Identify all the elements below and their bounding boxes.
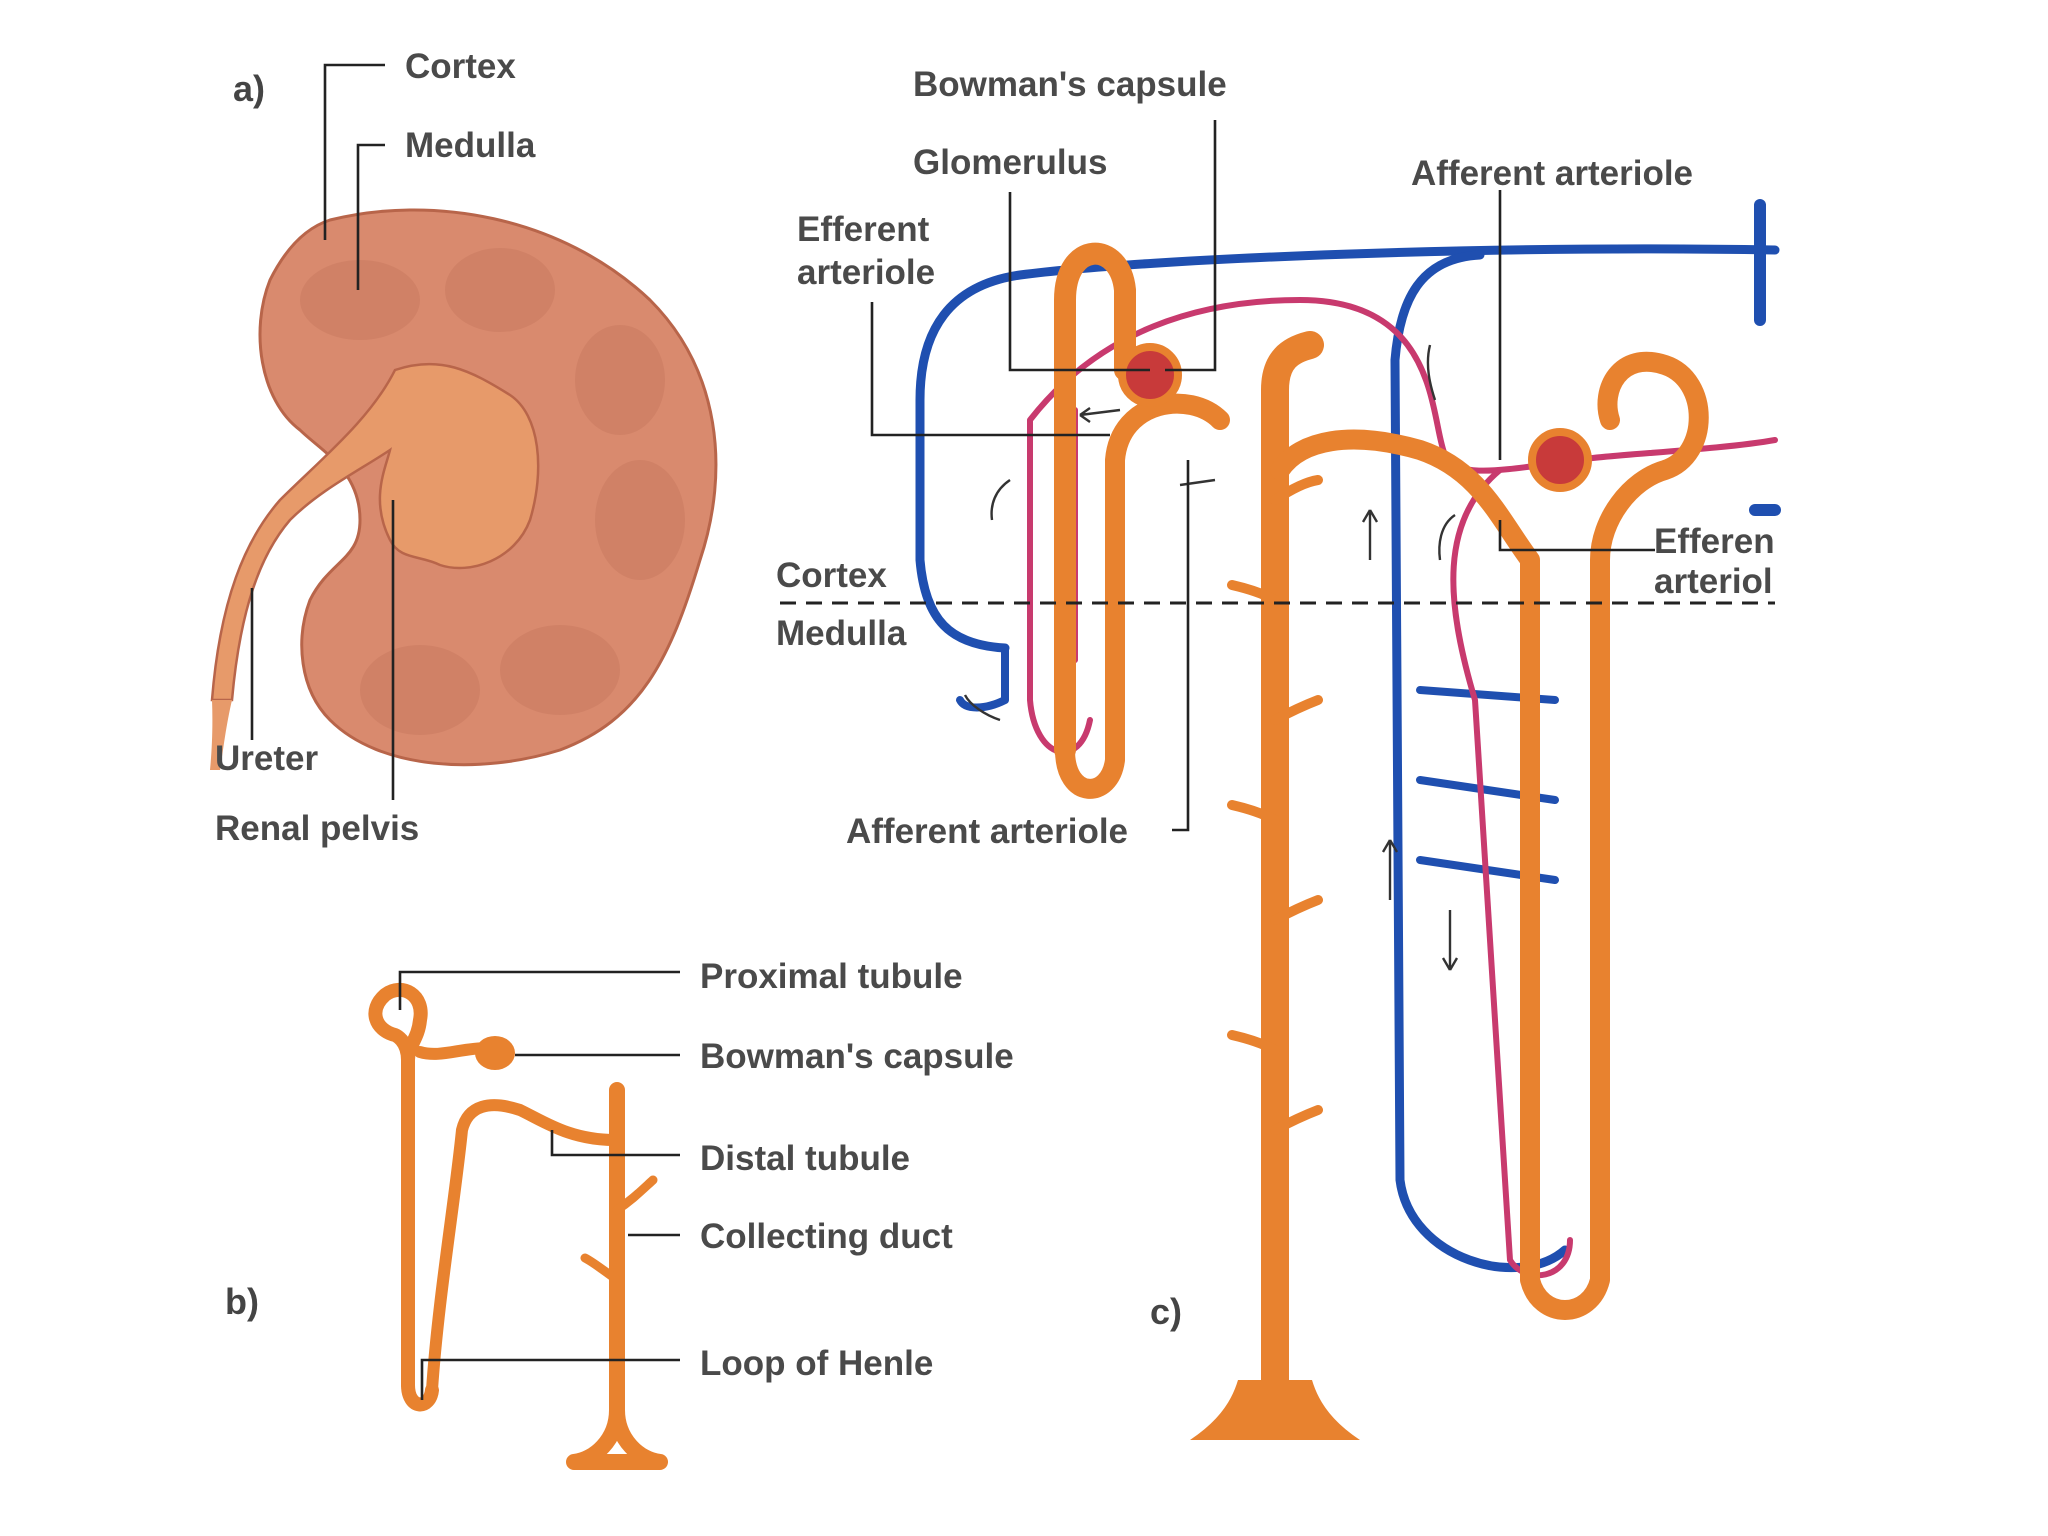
- efferent-right-label-2: arteriol: [1654, 562, 1773, 601]
- efferent-arteriole-label-1: Efferent: [797, 210, 930, 249]
- arrow-up-1: [1363, 510, 1377, 560]
- glomerulus-left: [1122, 347, 1178, 403]
- panel-a-label: a): [233, 68, 265, 109]
- proximal-tubule-simple: [375, 990, 420, 1385]
- collecting-duct-label: Collecting duct: [700, 1217, 953, 1256]
- afferent-arteriole-bottom-label: Afferent arteriole: [846, 812, 1128, 851]
- ureter-label: Ureter: [215, 739, 318, 778]
- nephron-simple: [375, 990, 660, 1462]
- bowmans-capsule-c-label: Bowman's capsule: [913, 65, 1227, 104]
- collecting-duct-base: [1190, 1380, 1360, 1440]
- arrow-left-1: [1080, 408, 1120, 422]
- proximal-tubule-label: Proximal tubule: [700, 957, 963, 996]
- glomerulus-right: [1532, 432, 1588, 488]
- distal-tubule-simple: [432, 1105, 615, 1390]
- nephron-detailed: [1065, 254, 1699, 1440]
- juxtamedullary-nephron: [1280, 362, 1699, 1310]
- cortex-c-label: Cortex: [776, 556, 887, 595]
- arrow-mid-1: [1180, 480, 1215, 485]
- cortex-label: Cortex: [405, 47, 516, 86]
- afferent-arteriole-top-label: Afferent arteriole: [1411, 154, 1693, 193]
- panel-b-label: b): [225, 1281, 259, 1322]
- glomerulus-label: Glomerulus: [913, 143, 1107, 182]
- arrow-down-1: [1443, 910, 1457, 970]
- bowmans-capsule-simple: [475, 1036, 515, 1070]
- medulla-c-label: Medulla: [776, 614, 907, 653]
- kidney-illustration: [210, 210, 716, 770]
- loop-of-henle-label: Loop of Henle: [700, 1344, 933, 1383]
- distal-tubule-label: Distal tubule: [700, 1139, 910, 1178]
- bowmans-capsule-b-label: Bowman's capsule: [700, 1037, 1014, 1076]
- arrow-left-2: [992, 480, 1010, 520]
- efferent-right-label-1: Efferen: [1654, 522, 1775, 561]
- efferent-arteriole-label-2: arteriole: [797, 253, 935, 292]
- panel-c-label: c): [1150, 1291, 1182, 1332]
- medulla-label: Medulla: [405, 126, 536, 165]
- renal-pelvis-label: Renal pelvis: [215, 809, 419, 848]
